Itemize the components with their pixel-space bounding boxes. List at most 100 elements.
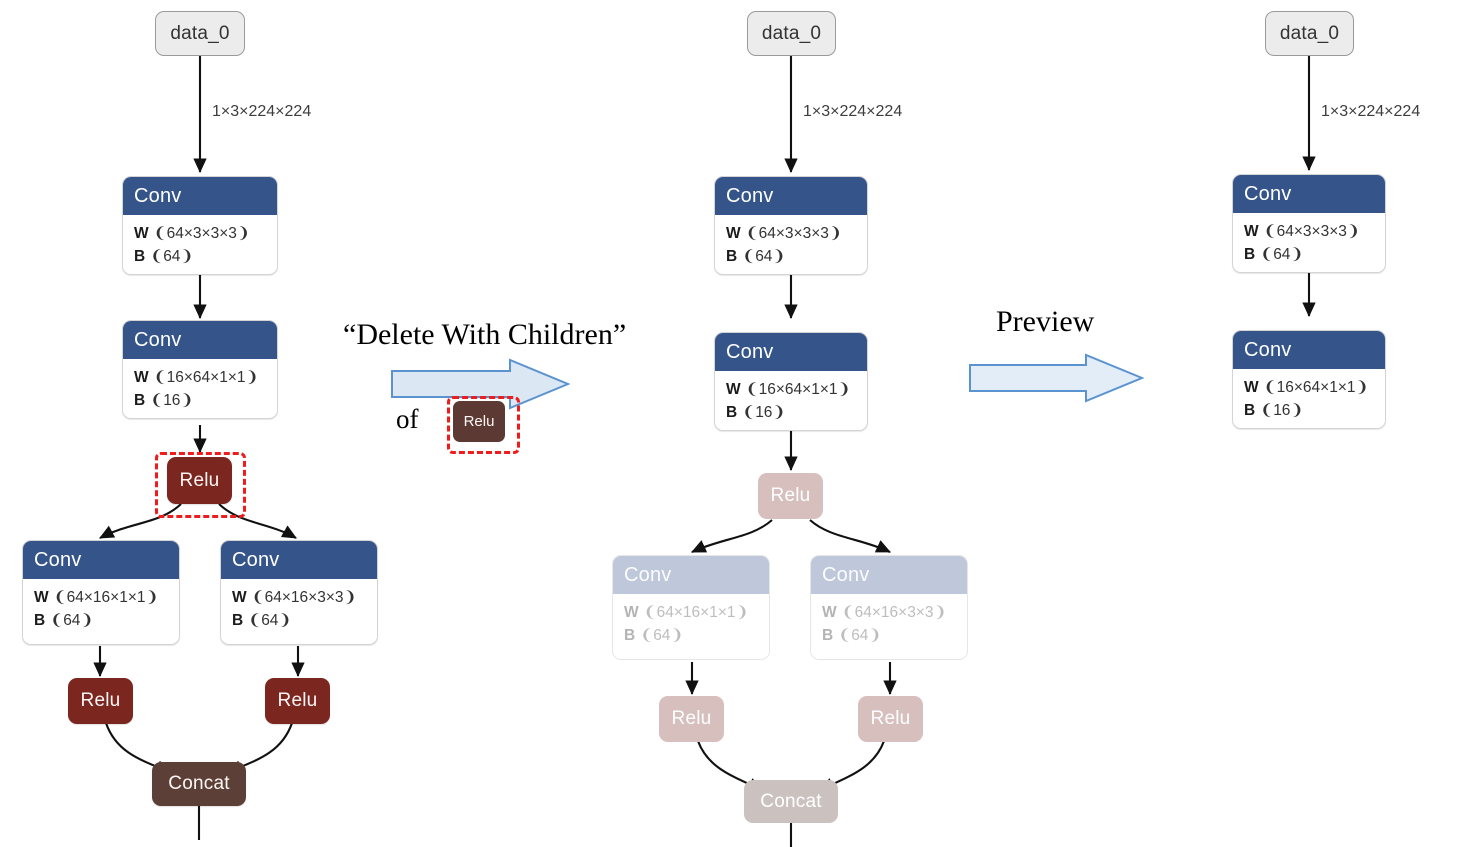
edge-label-input-shape-preview: 1×3×224×224 xyxy=(803,103,903,120)
bias-shape: ❨16❩ xyxy=(1260,402,1304,420)
node-label: Relu xyxy=(80,690,121,711)
node-attributes: W❨64×3×3×3❩ B❨64❩ xyxy=(715,215,867,274)
node-data-0-preview[interactable]: data_0 xyxy=(747,11,836,56)
weight-key: W xyxy=(1244,223,1259,240)
node-concat-before[interactable]: Concat xyxy=(152,762,246,806)
bias-key: B xyxy=(726,404,738,422)
node-relu-left-ghost-preview[interactable]: Relu xyxy=(659,696,724,742)
node-attributes: W❨16×64×1×1❩ B❨16❩ xyxy=(1233,369,1385,428)
node-label: Relu xyxy=(870,708,911,729)
weight-shape: ❨16×64×1×1❩ xyxy=(153,369,259,386)
bias-shape: ❨64❩ xyxy=(150,248,194,266)
selection-marquee-mini xyxy=(447,396,520,454)
node-attributes: W❨64×16×1×1❩ B❨64❩ xyxy=(23,579,179,641)
node-conv-2-after[interactable]: Conv W❨16×64×1×1❩ B❨16❩ xyxy=(1232,330,1386,429)
node-conv-1-preview[interactable]: Conv W❨64×3×3×3❩ B❨64❩ xyxy=(714,176,868,275)
weight-shape: ❨16×64×1×1❩ xyxy=(745,381,851,398)
node-relu-right-before[interactable]: Relu xyxy=(265,678,330,724)
bias-key: B xyxy=(134,248,146,266)
bias-shape: ❨64❩ xyxy=(1260,246,1304,264)
node-conv-3-before[interactable]: Conv W❨64×16×1×1❩ B❨64❩ xyxy=(22,540,180,645)
node-title: Conv xyxy=(613,556,769,594)
node-title: Conv xyxy=(1233,175,1385,213)
node-title: Conv xyxy=(715,177,867,215)
bias-key: B xyxy=(1244,402,1256,420)
bias-shape: ❨16❩ xyxy=(742,404,786,422)
node-conv-3-ghost-preview[interactable]: Conv W❨64×16×1×1❩ B❨64❩ xyxy=(612,555,770,660)
node-title: Conv xyxy=(123,177,277,215)
bias-key: B xyxy=(726,248,738,266)
weight-key: W xyxy=(34,589,49,606)
bias-shape: ❨64❩ xyxy=(640,627,684,645)
node-concat-ghost-preview[interactable]: Concat xyxy=(744,780,838,823)
weight-shape: ❨64×3×3×3❩ xyxy=(745,225,842,242)
node-label: Concat xyxy=(168,773,230,794)
weight-shape: ❨64×16×3×3❩ xyxy=(841,604,947,621)
node-label: Relu xyxy=(671,708,712,729)
node-title: Conv xyxy=(23,541,179,579)
node-title: Conv xyxy=(123,321,277,359)
weight-key: W xyxy=(232,589,247,606)
weight-key: W xyxy=(134,225,149,242)
node-attributes: W❨16×64×1×1❩ B❨16❩ xyxy=(715,371,867,430)
node-data-0-after[interactable]: data_0 xyxy=(1265,11,1354,56)
node-conv-2-preview[interactable]: Conv W❨16×64×1×1❩ B❨16❩ xyxy=(714,332,868,431)
node-title: Conv xyxy=(221,541,377,579)
weight-shape: ❨64×3×3×3❩ xyxy=(1263,223,1360,240)
node-conv-4-before[interactable]: Conv W❨64×16×3×3❩ B❨64❩ xyxy=(220,540,378,645)
bias-shape: ❨64❩ xyxy=(838,627,882,645)
node-relu-right-ghost-preview[interactable]: Relu xyxy=(858,696,923,742)
weight-key: W xyxy=(134,369,149,386)
node-label: Concat xyxy=(760,790,822,812)
node-conv-1-before[interactable]: Conv W❨64×3×3×3❩ B❨64❩ xyxy=(122,176,278,275)
bias-shape: ❨16❩ xyxy=(150,392,194,410)
block-arrow-2 xyxy=(969,353,1144,403)
bias-key: B xyxy=(134,392,146,410)
block-arrow-1 xyxy=(391,358,570,410)
annotation-of: of xyxy=(396,404,419,434)
weight-key: W xyxy=(1244,379,1259,396)
weight-key: W xyxy=(822,604,837,621)
node-attributes: W❨64×16×3×3❩ B❨64❩ xyxy=(811,594,967,656)
node-label: data_0 xyxy=(761,22,822,44)
weight-shape: ❨16×64×1×1❩ xyxy=(1263,379,1369,396)
weight-key: W xyxy=(726,225,741,242)
weight-key: W xyxy=(624,604,639,621)
node-attributes: W❨64×16×3×3❩ B❨64❩ xyxy=(221,579,377,641)
node-relu-selected-before[interactable]: Relu xyxy=(167,457,232,504)
node-relu-left-before[interactable]: Relu xyxy=(68,678,133,724)
bias-key: B xyxy=(1244,246,1256,264)
bias-key: B xyxy=(232,612,244,630)
node-attributes: W❨64×3×3×3❩ B❨64❩ xyxy=(1233,213,1385,272)
weight-shape: ❨64×16×1×1❩ xyxy=(53,589,159,606)
bias-shape: ❨64❩ xyxy=(248,612,292,630)
node-label: Relu xyxy=(770,485,811,506)
node-title: Conv xyxy=(715,333,867,371)
node-attributes: W❨16×64×1×1❩ B❨16❩ xyxy=(123,359,277,418)
edge-label-input-shape-after: 1×3×224×224 xyxy=(1321,103,1421,120)
bias-shape: ❨64❩ xyxy=(742,248,786,266)
node-title: Conv xyxy=(811,556,967,594)
annotation-preview: Preview xyxy=(996,305,1095,338)
node-attributes: W❨64×3×3×3❩ B❨64❩ xyxy=(123,215,277,274)
weight-shape: ❨64×16×1×1❩ xyxy=(643,604,749,621)
edge-label-input-shape-before: 1×3×224×224 xyxy=(212,103,312,120)
node-label: Relu xyxy=(179,469,220,491)
node-relu-mini-annotation[interactable]: Relu xyxy=(453,401,505,442)
node-label: Relu xyxy=(463,413,495,430)
node-conv-4-ghost-preview[interactable]: Conv W❨64×16×3×3❩ B❨64❩ xyxy=(810,555,968,660)
node-attributes: W❨64×16×1×1❩ B❨64❩ xyxy=(613,594,769,656)
selection-marquee xyxy=(155,452,246,518)
node-label: Relu xyxy=(277,690,318,711)
node-conv-1-after[interactable]: Conv W❨64×3×3×3❩ B❨64❩ xyxy=(1232,174,1386,273)
bias-shape: ❨64❩ xyxy=(50,612,94,630)
node-relu-ghost-preview[interactable]: Relu xyxy=(758,473,823,519)
node-title: Conv xyxy=(1233,331,1385,369)
bias-key: B xyxy=(34,612,46,630)
node-data-0-before[interactable]: data_0 xyxy=(155,11,245,56)
bias-key: B xyxy=(624,627,636,645)
node-conv-2-before[interactable]: Conv W❨16×64×1×1❩ B❨16❩ xyxy=(122,320,278,419)
weight-shape: ❨64×16×3×3❩ xyxy=(251,589,357,606)
weight-shape: ❨64×3×3×3❩ xyxy=(153,225,250,242)
